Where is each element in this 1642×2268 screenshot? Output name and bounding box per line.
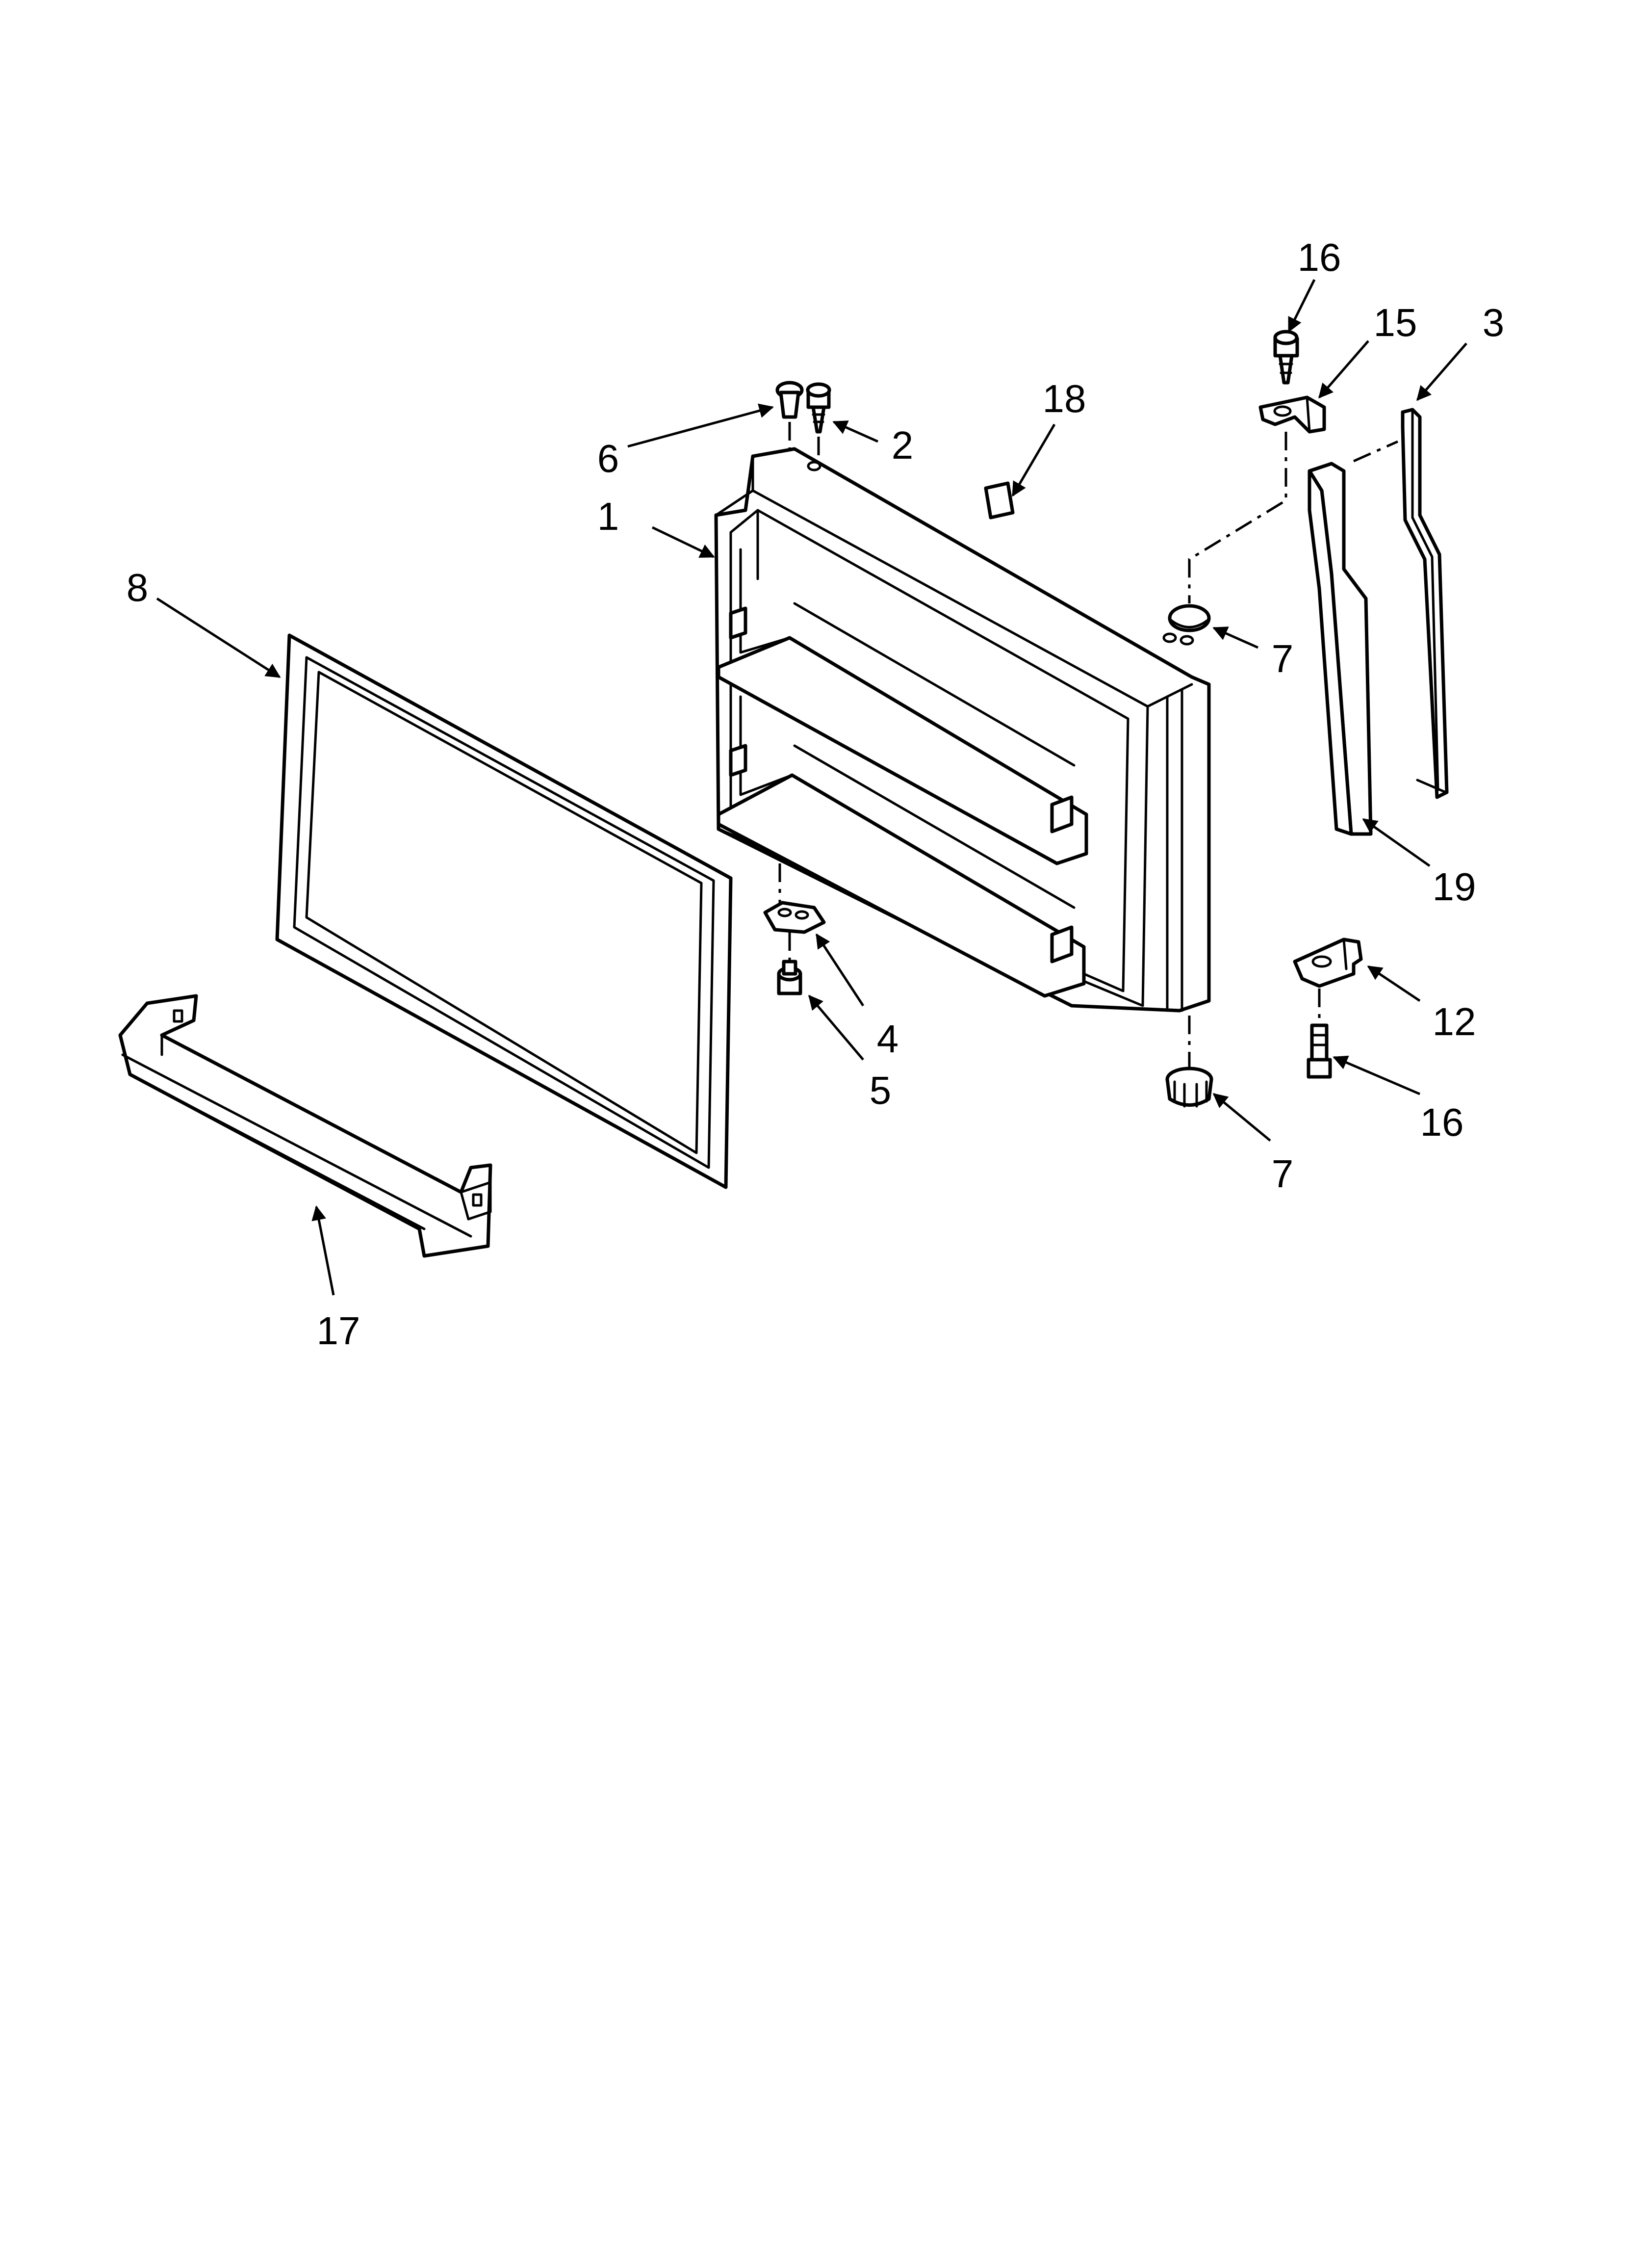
- top-hinge-bracket: [1258, 395, 1326, 434]
- callout-labels: 16 15 3 18 6 2 1 8 7 19 4 5 12 16 7 17: [127, 235, 1505, 1353]
- top-screw: [806, 382, 831, 434]
- hinge-plug: [775, 381, 804, 419]
- door-shelf-rail: [118, 994, 492, 1258]
- callout-12: 12: [1433, 1000, 1476, 1043]
- callout-4: 4: [877, 1017, 899, 1061]
- callout-1: 1: [597, 495, 619, 538]
- door-label: [984, 481, 1015, 520]
- callout-19: 19: [1433, 865, 1476, 909]
- door-trim-strip-edge: [1401, 408, 1449, 799]
- callout-17: 17: [317, 1309, 360, 1353]
- hinge-cap-top: [1168, 604, 1211, 632]
- bottom-hinge-bracket-right: [1293, 938, 1363, 988]
- callout-7-top: 7: [1272, 637, 1294, 680]
- hinge-bushing-bottom: [1165, 1067, 1213, 1108]
- callout-18: 18: [1043, 377, 1086, 420]
- callout-7-bottom: 7: [1272, 1152, 1294, 1196]
- hinge-screw-bottom: [1307, 1023, 1332, 1079]
- callout-6: 6: [597, 437, 619, 480]
- callout-3: 3: [1483, 301, 1505, 344]
- door-gasket: [275, 633, 733, 1189]
- callout-5: 5: [870, 1069, 892, 1112]
- door-trim-strip: [1308, 462, 1373, 836]
- bottom-hinge-bracket: [763, 901, 826, 934]
- callout-8: 8: [127, 566, 149, 609]
- callout-15: 15: [1374, 301, 1417, 344]
- hinge-screw-top: [1273, 330, 1299, 385]
- callout-2: 2: [892, 423, 914, 467]
- freezer-door-assembly: [714, 447, 1211, 1013]
- callout-leaders: [156, 279, 1467, 1296]
- callout-16-top: 16: [1298, 235, 1341, 279]
- bottom-hinge-screw: [777, 960, 802, 995]
- callout-16-bottom: 16: [1420, 1100, 1464, 1144]
